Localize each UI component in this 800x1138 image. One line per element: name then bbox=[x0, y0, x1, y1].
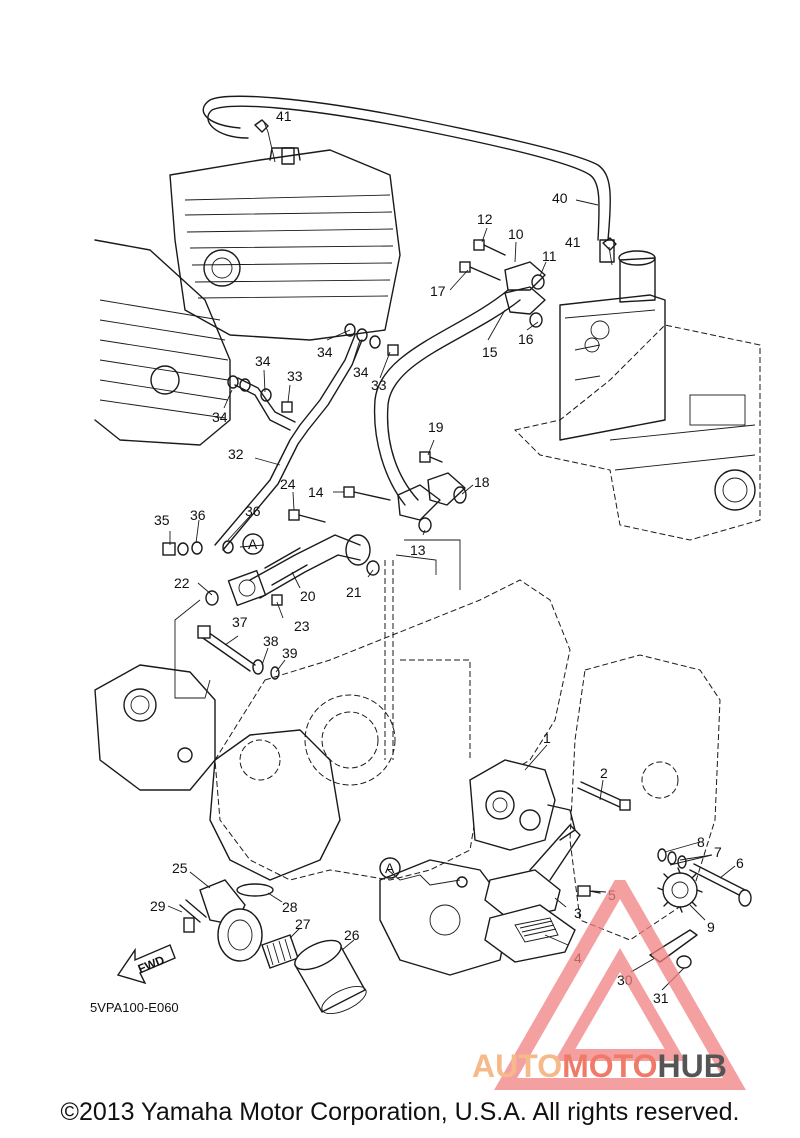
callout-a-lower-label: A bbox=[385, 860, 395, 876]
part-label-34c: 34 bbox=[317, 344, 333, 360]
bolt-29 bbox=[179, 899, 207, 933]
breather-hose-40 bbox=[202, 95, 611, 241]
strainer-cover-4 bbox=[484, 904, 576, 963]
logo-triangle-outer bbox=[494, 880, 746, 1090]
part-label-17: 17 bbox=[430, 283, 446, 299]
washers-7-8 bbox=[657, 848, 687, 869]
part-label-41a: 41 bbox=[276, 108, 292, 124]
part-label-25: 25 bbox=[172, 860, 188, 876]
part-label-29: 29 bbox=[150, 898, 166, 914]
part-label-35: 35 bbox=[154, 512, 170, 528]
part-label-37: 37 bbox=[232, 614, 248, 630]
part-label-14: 14 bbox=[308, 484, 324, 500]
part-label-22: 22 bbox=[174, 575, 190, 591]
part-label-11: 11 bbox=[542, 248, 557, 264]
fasteners bbox=[162, 119, 617, 897]
rear-cylinder bbox=[94, 239, 231, 446]
part-label-23: 23 bbox=[294, 618, 310, 634]
oil-pipe-32 bbox=[214, 334, 363, 551]
part-label-27: 27 bbox=[295, 916, 311, 932]
part-label-33b: 33 bbox=[371, 377, 387, 393]
part-label-31: 31 bbox=[653, 990, 669, 1006]
union-bolt-27 bbox=[261, 934, 299, 969]
part-label-12: 12 bbox=[477, 211, 493, 227]
part-label-34b: 34 bbox=[212, 409, 228, 425]
part-label-20: 20 bbox=[300, 588, 316, 604]
part-label-16: 16 bbox=[518, 331, 534, 347]
part-label-19: 19 bbox=[428, 419, 444, 435]
pump-drive-gear-9 bbox=[657, 867, 703, 913]
part-label-15: 15 bbox=[482, 344, 498, 360]
cylinder-head bbox=[169, 147, 401, 341]
logo-text: AUTOMOTOHUB bbox=[472, 1048, 727, 1084]
part-label-18: 18 bbox=[474, 474, 490, 490]
copyright-notice: ©2013 Yamaha Motor Corporation, U.S.A. A… bbox=[60, 1098, 740, 1126]
callout-a-upper-label: A bbox=[248, 536, 258, 552]
generator-cover bbox=[94, 664, 216, 791]
part-label-39: 39 bbox=[282, 645, 298, 661]
part-label-1: 1 bbox=[543, 730, 551, 746]
part-label-9: 9 bbox=[707, 919, 715, 935]
oil-pump-1 bbox=[469, 759, 576, 851]
part-label-13: 13 bbox=[410, 542, 426, 558]
forward-arrow: FWD bbox=[116, 944, 176, 985]
part-label-3: 3 bbox=[574, 905, 582, 921]
part-label-6: 6 bbox=[736, 855, 744, 871]
oil-pipe-15 bbox=[373, 261, 546, 521]
part-label-36a: 36 bbox=[190, 507, 206, 523]
oil-tank bbox=[559, 239, 666, 441]
automotohub-logo: AUTOMOTOHUB bbox=[472, 880, 746, 1090]
part-label-33a: 33 bbox=[287, 368, 303, 384]
part-label-41b: 41 bbox=[565, 234, 581, 250]
part-label-28: 28 bbox=[282, 899, 298, 915]
part-label-21: 21 bbox=[346, 584, 362, 600]
part-label-40: 40 bbox=[552, 190, 568, 206]
o-ring-28 bbox=[236, 883, 274, 897]
part-label-2: 2 bbox=[600, 765, 608, 781]
part-label-10: 10 bbox=[508, 226, 524, 242]
oil-filter-housing-25 bbox=[199, 879, 263, 962]
logo-triangle-inner bbox=[554, 948, 686, 1061]
oil-filter-26 bbox=[294, 939, 367, 1015]
part-label-24: 24 bbox=[280, 476, 296, 492]
left-crankcase bbox=[209, 729, 511, 976]
transmission-case bbox=[514, 324, 761, 541]
part-label-34a: 34 bbox=[255, 353, 271, 369]
right-crankcase-cover bbox=[569, 654, 721, 941]
pump-shaft-6 bbox=[689, 863, 752, 907]
part-label-26: 26 bbox=[344, 927, 360, 943]
fwd-label: FWD bbox=[136, 953, 167, 976]
part-label-7: 7 bbox=[714, 844, 722, 860]
part-label-34d: 34 bbox=[353, 364, 369, 380]
part-label-8: 8 bbox=[697, 834, 705, 850]
callout-a-lower: A bbox=[379, 857, 401, 879]
oil-line-20 bbox=[227, 534, 371, 607]
callout-a-upper: A bbox=[242, 533, 264, 555]
part-number-labels: 1 2 3 4 5 6 7 8 9 10 11 12 13 14 15 16 1… bbox=[90, 108, 744, 1015]
part-label-36b: 36 bbox=[245, 503, 261, 519]
pump-bolt-2 bbox=[577, 781, 631, 811]
part-label-38: 38 bbox=[263, 633, 279, 649]
diagram-code: 5VPA100-E060 bbox=[90, 1000, 179, 1015]
part-label-32: 32 bbox=[228, 446, 244, 462]
